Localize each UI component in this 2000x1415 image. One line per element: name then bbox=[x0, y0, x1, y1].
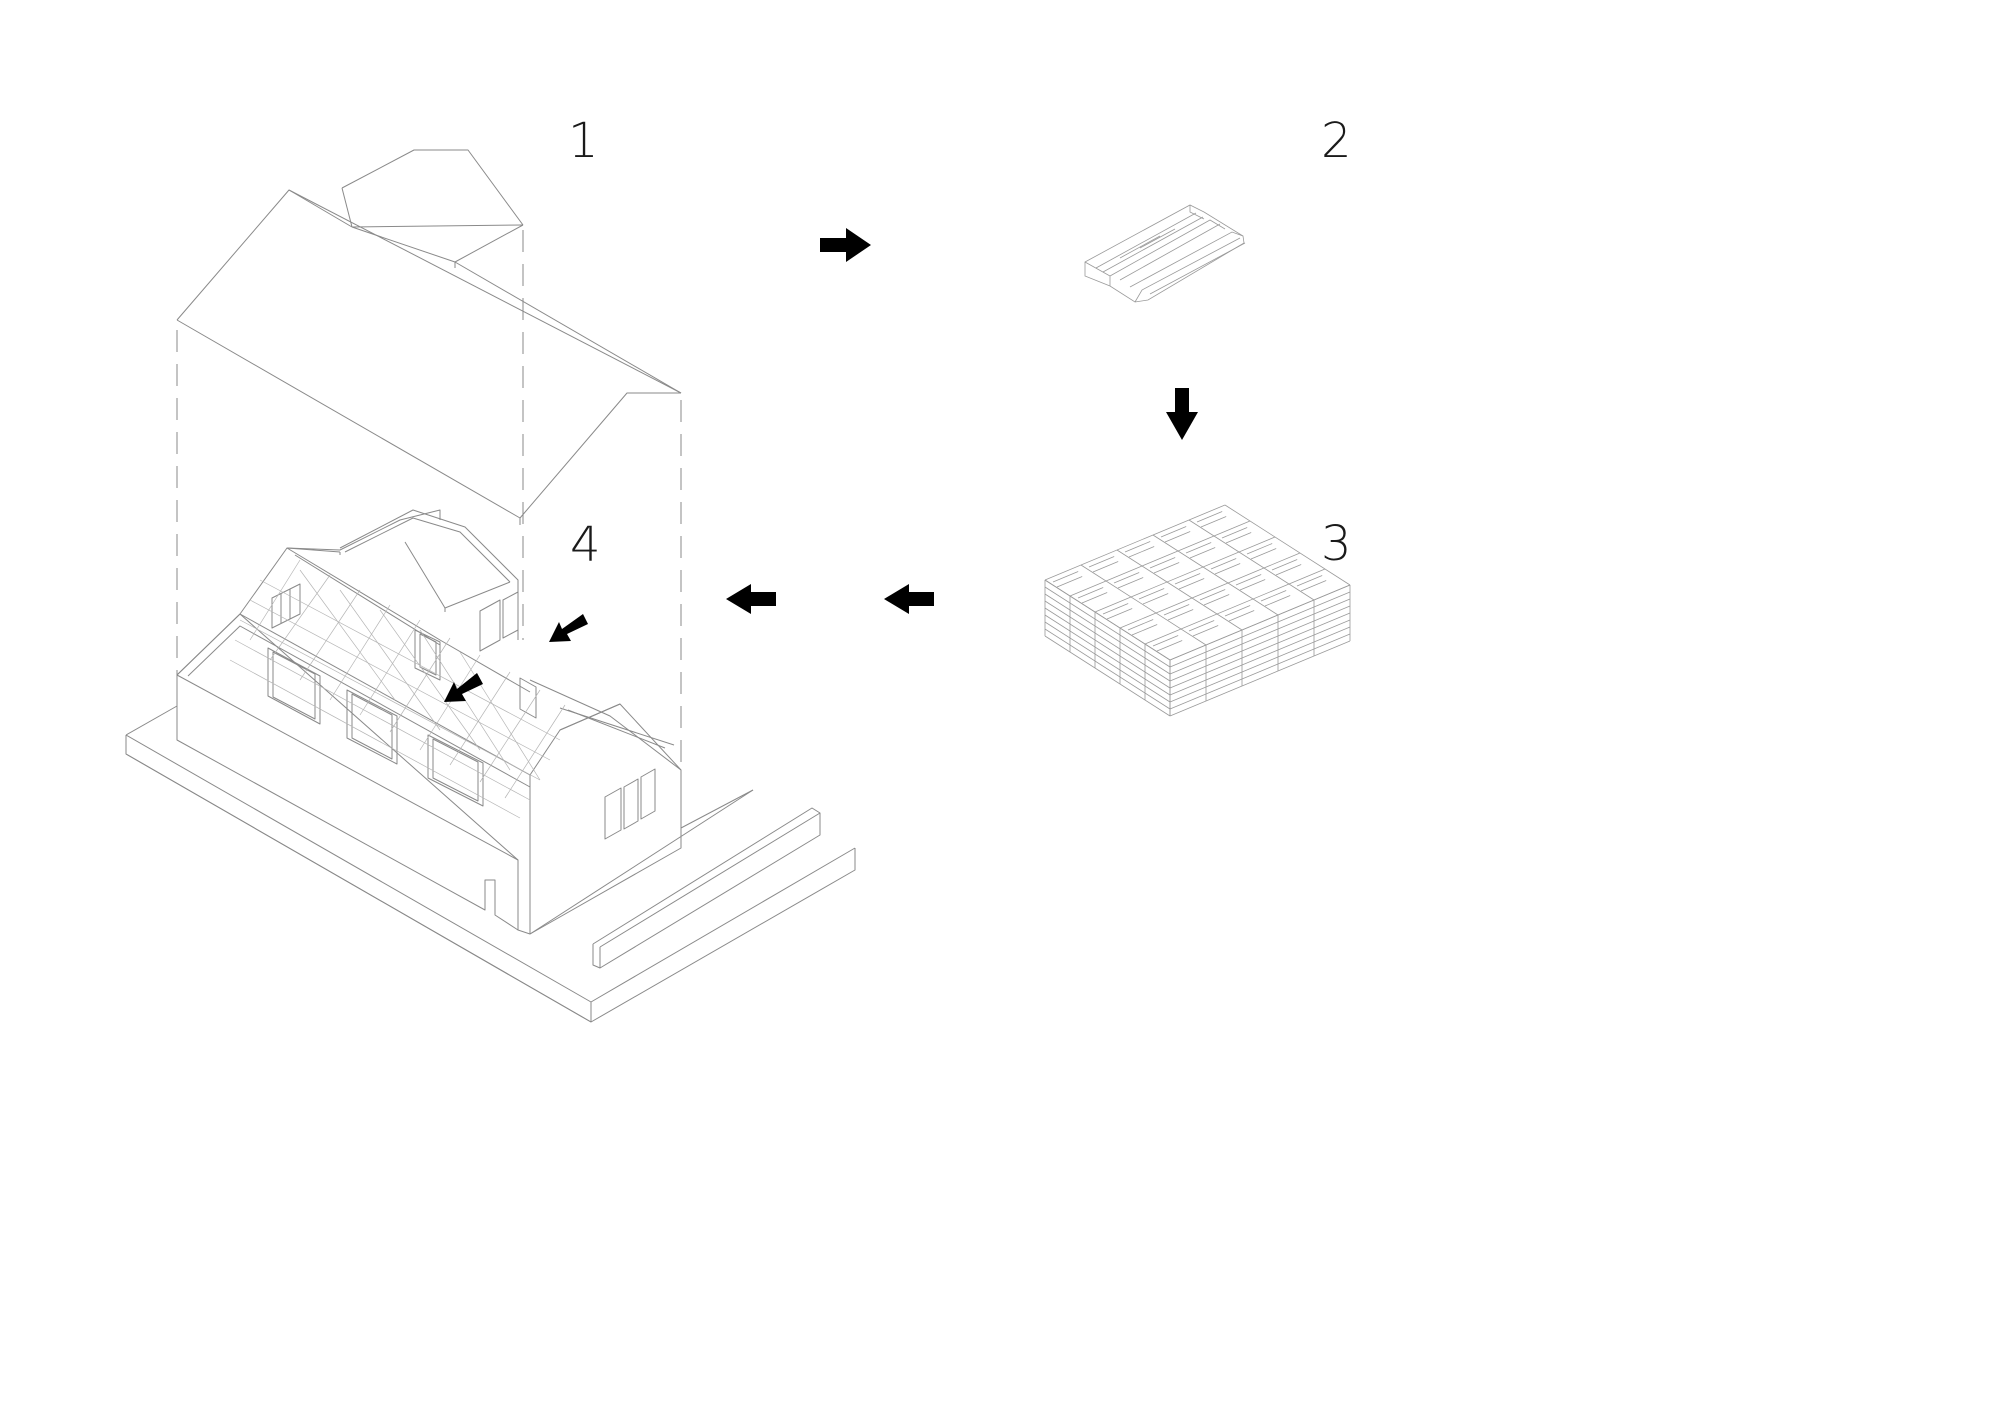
tile-stack-line bbox=[1081, 592, 1108, 604]
tile-stack-line bbox=[1300, 580, 1327, 592]
tile-stack-line bbox=[1178, 578, 1205, 590]
tile-stack-line bbox=[1200, 516, 1227, 528]
tile-stack-line bbox=[1264, 595, 1291, 607]
tile-stack-line bbox=[1174, 573, 1201, 585]
tile-stack-line bbox=[1169, 619, 1351, 696]
tile-stack-line bbox=[1144, 568, 1326, 645]
arrow-3-to-4-left bbox=[726, 584, 776, 614]
tile-stack-line bbox=[1044, 614, 1171, 696]
tile-stack-line bbox=[1077, 587, 1104, 599]
tile-stack-line bbox=[1117, 577, 1144, 589]
tile-stack-line bbox=[1192, 625, 1219, 637]
tile-stack-line bbox=[1296, 575, 1323, 587]
tile-stack-line bbox=[1169, 591, 1351, 668]
tile-stack-line bbox=[1044, 504, 1226, 581]
tile-stack-line bbox=[1128, 546, 1155, 558]
tile-stack-line bbox=[1127, 619, 1154, 631]
tile-stack-line bbox=[1052, 571, 1079, 583]
existing-roof-volume bbox=[176, 149, 682, 820]
tile-stack-line bbox=[1156, 640, 1183, 652]
step-number-3: 3 bbox=[1321, 516, 1352, 572]
roof-tile-reuse-diagram: 1 2 3 4 bbox=[125, 113, 1352, 1023]
tile-stack-line bbox=[1271, 559, 1298, 571]
tile-stack-line bbox=[1152, 635, 1179, 647]
tile-stack-line bbox=[1185, 542, 1212, 554]
tile-stack-line bbox=[1102, 603, 1129, 615]
tile-stack-line bbox=[1094, 536, 1276, 613]
tile-stack-line bbox=[1260, 590, 1287, 602]
tile-stack-line bbox=[1113, 572, 1140, 584]
tile-stack-line bbox=[1163, 604, 1190, 616]
tile-stack-line bbox=[1169, 612, 1351, 689]
tile-stack-line bbox=[1116, 549, 1243, 631]
arrow-install-upper bbox=[549, 614, 588, 642]
tile-stack-line bbox=[1044, 586, 1171, 668]
stacked-roof-tiles bbox=[1044, 504, 1351, 717]
tile-stack-line bbox=[1164, 531, 1191, 543]
tile-stack-line bbox=[1188, 620, 1215, 632]
tile-stack-line bbox=[1189, 547, 1216, 559]
tile-stack-line bbox=[1044, 628, 1171, 710]
tile-stack-line bbox=[1142, 593, 1169, 605]
arrow-2-to-3 bbox=[1166, 388, 1198, 440]
tile-stack-line bbox=[1044, 579, 1171, 661]
tile-stack-line bbox=[1169, 640, 1351, 717]
tile-stack-line bbox=[1131, 624, 1158, 636]
step-number-2: 2 bbox=[1321, 113, 1352, 169]
tile-stack-line bbox=[1169, 633, 1351, 710]
tile-stack-line bbox=[1225, 532, 1252, 544]
tile-stack-line bbox=[1239, 579, 1266, 591]
tile-stack-line bbox=[1221, 527, 1248, 539]
step-number-1: 1 bbox=[568, 113, 599, 169]
tile-stack-line bbox=[1169, 626, 1351, 703]
tile-stack-line bbox=[1044, 621, 1171, 703]
tile-stack-line bbox=[1167, 609, 1194, 621]
tile-stack-line bbox=[1203, 594, 1230, 606]
house-base-structure bbox=[125, 509, 856, 1023]
step-number-4: 4 bbox=[570, 517, 601, 573]
single-roof-tile bbox=[1084, 204, 1246, 303]
tile-stack-line bbox=[1044, 607, 1171, 689]
tile-stack-line bbox=[1246, 543, 1273, 555]
tile-stack-line bbox=[1092, 561, 1119, 573]
tile-stack-line bbox=[1056, 576, 1083, 588]
tile-stack-line bbox=[1228, 610, 1255, 622]
roof-grid-lines bbox=[229, 559, 566, 819]
tile-stack-line bbox=[1196, 511, 1223, 523]
tile-stack-line bbox=[1188, 519, 1315, 601]
arrow-install-lower bbox=[444, 673, 483, 702]
arrow-3-to-4-right bbox=[884, 584, 934, 614]
tile-stack-line bbox=[1224, 504, 1351, 586]
tile-stack-line bbox=[1199, 589, 1226, 601]
tile-stack-line bbox=[1250, 548, 1277, 560]
tile-stack-line bbox=[1044, 593, 1171, 675]
tile-stack-line bbox=[1235, 574, 1262, 586]
tile-stack-line bbox=[1214, 563, 1241, 575]
tile-stack-line bbox=[1224, 605, 1251, 617]
tile-stack-line bbox=[1080, 564, 1207, 646]
tile-stack-line bbox=[1124, 541, 1151, 553]
tile-stack-line bbox=[1119, 552, 1301, 629]
tile-stack-line bbox=[1169, 605, 1351, 682]
tile-stack-line bbox=[1088, 556, 1115, 568]
tile-stack-line bbox=[1106, 608, 1133, 620]
tile-stack-line bbox=[1152, 534, 1279, 616]
tile-stack-line bbox=[1160, 526, 1187, 538]
tile-stack-line bbox=[1169, 598, 1351, 675]
tile-stack-line bbox=[1044, 600, 1171, 682]
tile-stack-line bbox=[1149, 557, 1176, 569]
arrow-1-to-2 bbox=[820, 228, 871, 262]
tile-stack-line bbox=[1138, 588, 1165, 600]
tile-stack-line bbox=[1210, 558, 1237, 570]
tile-stack-line bbox=[1153, 562, 1180, 574]
tile-stack-line bbox=[1069, 520, 1251, 597]
tile-stack-line bbox=[1044, 635, 1171, 717]
tile-stack-line bbox=[1275, 564, 1302, 576]
tile-stack-line bbox=[1169, 584, 1351, 661]
